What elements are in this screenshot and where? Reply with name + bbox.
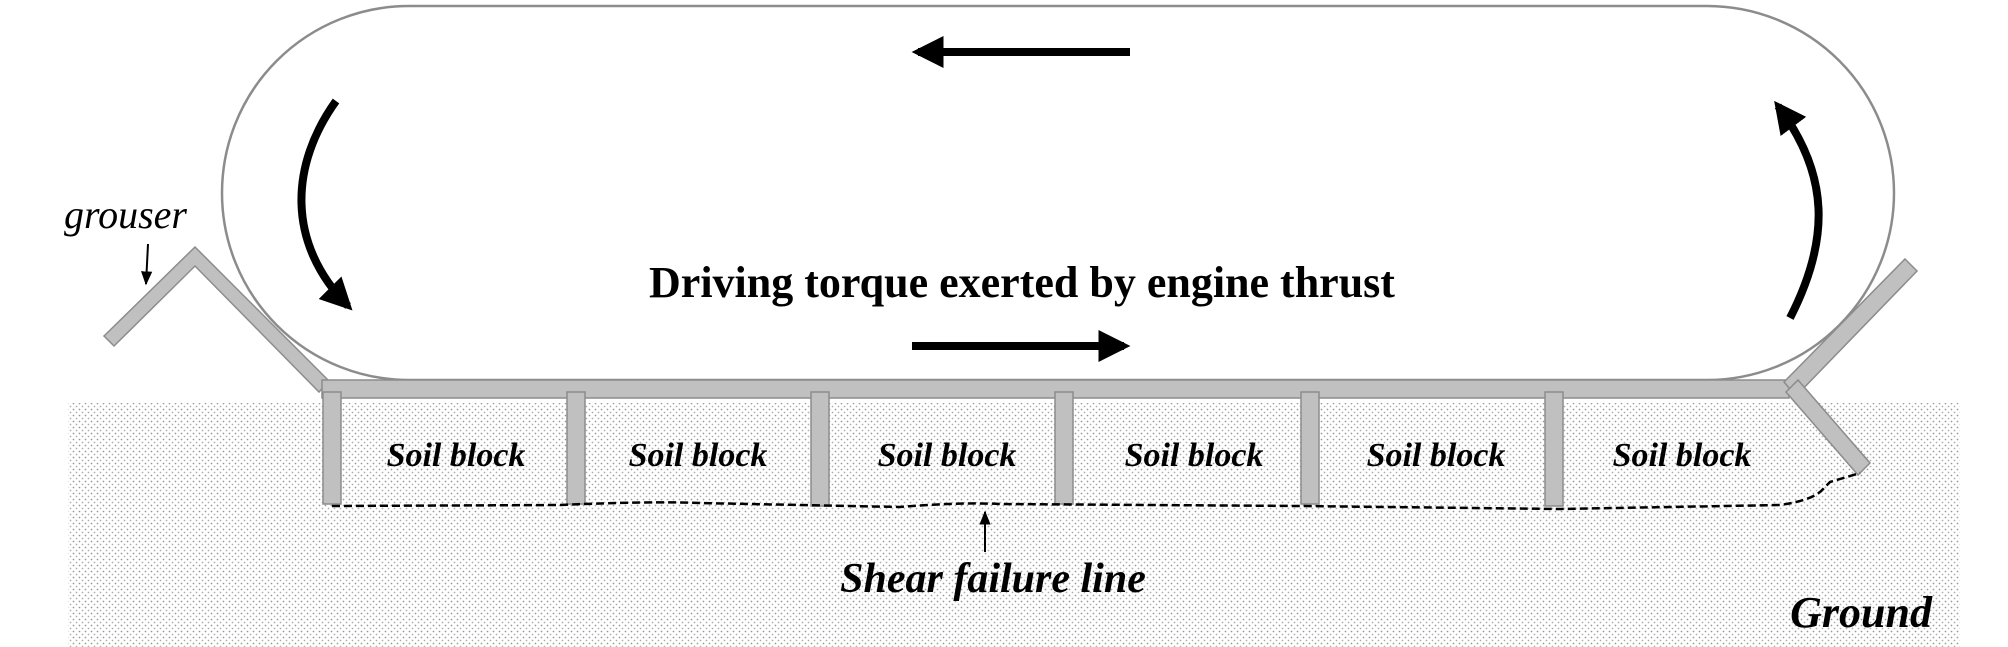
left-grouser xyxy=(102,245,331,394)
shear-failure-line xyxy=(331,471,1861,511)
soil-block-4: Soil block xyxy=(1125,437,1264,474)
vertical-grouser-1 xyxy=(322,391,342,505)
shear-failure-label: Shear failure line xyxy=(840,556,1146,602)
soil-block-1: Soil block xyxy=(387,437,526,474)
ground-area xyxy=(68,403,1960,647)
soil-block-5: Soil block xyxy=(1367,437,1506,474)
vertical-grouser-6 xyxy=(1544,391,1564,507)
soil-block-6: Soil block xyxy=(1613,437,1752,474)
diagram-title: Driving torque exerted by engine thrust xyxy=(649,258,1395,307)
grouser-pointer-arrow xyxy=(141,243,153,286)
vertical-grouser-5 xyxy=(1300,391,1320,505)
left-curved-arrow xyxy=(297,98,353,311)
right-grouser-down xyxy=(1784,378,1872,477)
soil-block-3: Soil block xyxy=(878,437,1017,474)
vertical-grouser-2 xyxy=(566,391,586,505)
vertical-grouser-4 xyxy=(1054,391,1074,505)
ground-label: Ground xyxy=(1790,588,1933,637)
track-belt xyxy=(220,4,1896,382)
right-curved-arrow xyxy=(1774,100,1823,320)
track-plate xyxy=(102,245,1919,507)
soil-block-2: Soil block xyxy=(629,437,768,474)
grouser-label: grouser xyxy=(64,192,187,237)
vertical-grouser-3 xyxy=(810,391,830,507)
